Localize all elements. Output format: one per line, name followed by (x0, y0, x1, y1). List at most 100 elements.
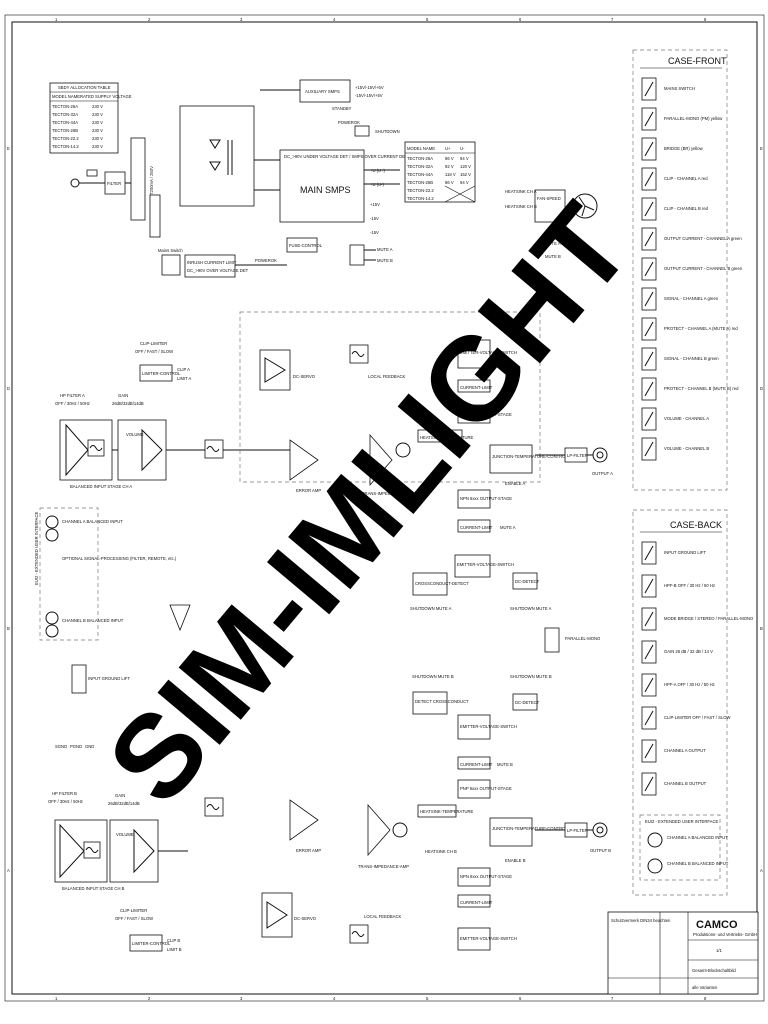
row-d-right: D (760, 386, 763, 391)
svg-text:CLIP-LIMITER: CLIP-LIMITER (120, 908, 147, 913)
svg-text:VOLUME: VOLUME (116, 832, 134, 837)
svg-text:HP FILTER B: HP FILTER B (52, 791, 77, 796)
svg-text:OPTIONAL SIGNAL-PROCESSING (FI: OPTIONAL SIGNAL-PROCESSING (FILTER, REMO… (62, 556, 177, 561)
case-back-item-label-3: GAIN 26 dB / 32 dB / 14 V (664, 649, 713, 654)
col-8-bottom: 8 (704, 996, 707, 1001)
col-6-bottom: 6 (519, 996, 522, 1001)
svg-text:LIMIT A: LIMIT A (177, 376, 192, 381)
case-front-item-symbol-mark-2 (644, 141, 654, 157)
svg-text:CHANNEL B BALANCED INPUT: CHANNEL B BALANCED INPUT (667, 861, 729, 866)
col-6: 6 (519, 17, 522, 22)
case-front-item-label-12: VOLUME - CHANNEL B (664, 446, 709, 451)
fuse-control: FUSE-CONTROL POWEROK (235, 237, 323, 266)
case-front-item-symbol-mark-8 (644, 321, 654, 337)
svg-text:MUTE A: MUTE A (545, 241, 561, 246)
case-front-item-symbol-mark-3 (644, 171, 654, 187)
svg-text:TECTON-44A: TECTON-44A (407, 172, 433, 177)
svg-text:PARALLEL-MONO: PARALLEL-MONO (565, 636, 601, 641)
svg-text:CHANNEL A BALANCED INPUT: CHANNEL A BALANCED INPUT (62, 519, 123, 524)
svg-text:MUTE B: MUTE B (377, 258, 393, 263)
case-front-item-symbol-mark-4 (644, 201, 654, 217)
svg-text:DETECT CROSSCONDUCT: DETECT CROSSCONDUCT (415, 699, 469, 704)
svg-text:EMITTER-VOLTAGE-SWITCH: EMITTER-VOLTAGE-SWITCH (460, 724, 517, 729)
svg-text:LIMIT B: LIMIT B (167, 947, 182, 952)
svg-text:TRANS-IMPEDANCE-AMP: TRANS-IMPEDANCE-AMP (358, 864, 409, 869)
case-back-item-label-1: HPF-B OFF / 30 Hz / 50 Hz (664, 583, 715, 588)
col-1: 1 (55, 17, 58, 22)
svg-text:LOCAL FEEDBACK: LOCAL FEEDBACK (368, 374, 406, 379)
column-markers: 1 2 3 4 5 6 7 8 1 2 3 4 5 6 7 8 E D B A … (7, 17, 763, 1001)
mains-input: FILTER T200mA / 250V Mains Switch (70, 137, 183, 276)
case-back-item-label-6: CHANNEL A OUTPUT (664, 748, 706, 753)
svg-text:U-: U- (460, 146, 465, 151)
svg-text:TECTON-22.2: TECTON-22.2 (407, 188, 434, 193)
outer-frame (4, 14, 765, 1002)
svg-text:EMITTER-VOLTAGE-SWITCH: EMITTER-VOLTAGE-SWITCH (460, 936, 517, 941)
svg-text:GAIN: GAIN (115, 793, 125, 798)
svg-text:SHUTDOWN MUTE B: SHUTDOWN MUTE B (510, 674, 552, 679)
svg-text:Mains Switch: Mains Switch (158, 248, 183, 253)
case-back-item-label-7: CHANNEL B OUTPUT (664, 781, 707, 786)
svg-text:MUTE A: MUTE A (500, 525, 516, 530)
case-back-title: CASE-BACK (670, 520, 722, 530)
col-1-bottom: 1 (55, 996, 58, 1001)
transimpedance-b (367, 803, 391, 857)
case-front-item-symbol-mark-10 (644, 381, 654, 397)
svg-text:OFF / 30Hz / 50Hz: OFF / 30Hz / 50Hz (48, 799, 83, 804)
svg-text:TECTON-32A: TECTON-32A (52, 112, 78, 117)
svg-text:TECTON-26B: TECTON-26B (52, 128, 78, 133)
row-d: D (7, 386, 10, 391)
svg-text:CHANNEL A BALANCED INPUT: CHANNEL A BALANCED INPUT (667, 835, 728, 840)
svg-text:alle Varianten: alle Varianten (692, 985, 718, 990)
rectifier (179, 105, 255, 207)
svg-text:CHANNEL B BALANCED INPUT: CHANNEL B BALANCED INPUT (62, 618, 124, 623)
case-front-item-symbol-mark-12 (644, 441, 654, 457)
svg-text:INRUSH CURRENT LIMIT: INRUSH CURRENT LIMIT (187, 260, 237, 265)
svg-text:+15V/-15V/+5V: +15V/-15V/+5V (355, 85, 384, 90)
svg-text:CLIP A: CLIP A (177, 367, 190, 372)
svg-text:FUSE-CONTROL: FUSE-CONTROL (289, 243, 323, 248)
col-4: 4 (333, 17, 336, 22)
case-back-item-symbol-mark-2 (644, 611, 654, 627)
row-e: E (7, 146, 10, 151)
svg-text:TECTON-26A: TECTON-26A (407, 156, 433, 161)
svg-text:-15V/-15V/+5V: -15V/-15V/+5V (355, 93, 383, 98)
case-back-item-symbol-mark-0 (644, 545, 654, 561)
svg-text:SHUTDOWN MUTE A: SHUTDOWN MUTE A (510, 606, 552, 611)
svg-text:POWEROK: POWEROK (255, 258, 277, 263)
svg-text:DC-DETECT: DC-DETECT (515, 579, 540, 584)
svg-text:DC-SERVO: DC-SERVO (294, 916, 317, 921)
col-5: 5 (426, 17, 429, 22)
svg-text:MUTE A: MUTE A (377, 247, 393, 252)
company-logo: CAMCO (696, 919, 738, 931)
svg-text:230 V: 230 V (92, 128, 103, 133)
col-2-bottom: 2 (148, 996, 151, 1001)
case-back-panel: CASE-BACK INPUT GROUND LIFT HPF-B OFF / 3… (632, 509, 754, 896)
svg-text:230 V: 230 V (92, 144, 103, 149)
case-front-item-label-11: VOLUME - CHANNEL A (664, 416, 709, 421)
svg-text:EUI2 - EXTENDED USER INTERFACE: EUI2 - EXTENDED USER INTERFACE (645, 819, 719, 824)
row-a-right: A (760, 868, 763, 873)
case-back-item-label-5: CLIP-LIMITER OFF / FAST / SLOW (664, 715, 731, 720)
fan-icon (572, 193, 598, 219)
case-back-item-symbol-mark-6 (644, 743, 654, 759)
svg-text:230 V: 230 V (92, 104, 103, 109)
svg-text:HEATSINK-TEMPERATURE: HEATSINK-TEMPERATURE (420, 435, 474, 440)
svg-text:JUNCTION-TEMPERATURE-CONTROL: JUNCTION-TEMPERATURE-CONTROL (492, 826, 568, 831)
svg-text:CURRENT-LIMIT: CURRENT-LIMIT (460, 525, 493, 530)
fuse-icon (86, 169, 98, 177)
svg-text:ENABLE B: ENABLE B (505, 858, 526, 863)
svg-text:U+: U+ (445, 146, 451, 151)
svg-text:230 V: 230 V (92, 136, 103, 141)
error-amp-b (289, 799, 319, 841)
case-back-item-label-2: MODE BRIDGE / STEREO / PARALLEL-MONO (664, 616, 754, 621)
svg-text:MUTE B: MUTE B (545, 254, 561, 259)
case-back-item-label-0: INPUT GROUND LIFT (664, 550, 706, 555)
svg-text:EMITTER-VOLTAGE-SWITCH: EMITTER-VOLTAGE-SWITCH (460, 350, 517, 355)
case-back-item-symbol-mark-5 (644, 710, 654, 726)
svg-text:DC-SERVO: DC-SERVO (293, 374, 316, 379)
svg-text:TECTON-44A: TECTON-44A (52, 120, 78, 125)
svg-text:230 V: 230 V (92, 112, 103, 117)
